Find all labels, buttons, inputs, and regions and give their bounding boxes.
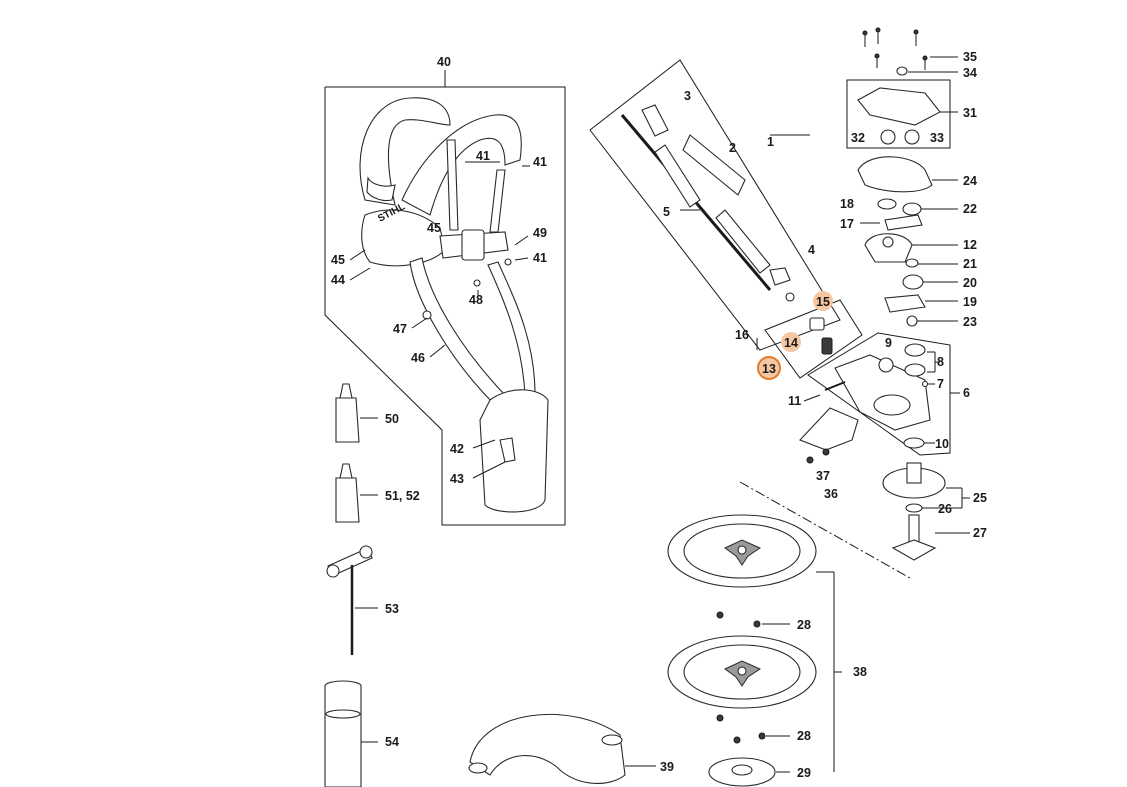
callout-41-a: 41	[476, 149, 490, 163]
callout-15: 15	[816, 295, 830, 309]
washer-18	[877, 198, 897, 210]
highlight-14	[781, 332, 801, 352]
callout-39: 39	[660, 760, 674, 774]
callout-46: 46	[411, 351, 425, 365]
callout-32: 32	[851, 131, 865, 145]
callout-24: 24	[963, 174, 977, 188]
callout-7: 7	[937, 377, 944, 391]
callout-26: 26	[938, 502, 952, 516]
callout-16: 16	[735, 328, 749, 342]
callout-53: 53	[385, 602, 399, 616]
callout-14: 14	[784, 336, 798, 350]
callout-49: 49	[533, 226, 547, 240]
blade-top	[667, 514, 817, 588]
callout-4: 4	[808, 243, 815, 257]
spindle-27	[891, 514, 970, 561]
highlight-15	[813, 291, 833, 311]
callout-51-52: 51, 52	[385, 489, 420, 503]
callout-9: 9	[885, 336, 892, 350]
circlip-21	[905, 258, 919, 268]
callout-10: 10	[935, 437, 949, 451]
callout-34: 34	[963, 66, 977, 80]
drive-tube-54	[324, 680, 378, 787]
callout-13[interactable]: 13	[762, 362, 776, 376]
gasket-24	[857, 156, 933, 193]
callout-1: 1	[767, 135, 774, 149]
gear-head-group	[807, 332, 951, 456]
drive-shaft-group	[589, 59, 841, 351]
callout-54: 54	[385, 735, 399, 749]
grease-tube-51-52	[335, 463, 378, 523]
grease-tube-50	[335, 383, 378, 443]
callout-2: 2	[729, 141, 736, 155]
bearing-kit-group	[757, 291, 863, 380]
deflector-part-36	[799, 407, 859, 464]
callout-43: 43	[450, 472, 464, 486]
highlight-13[interactable]	[757, 356, 781, 380]
callout-42: 42	[450, 442, 464, 456]
callout-47: 47	[393, 322, 407, 336]
callout-48: 48	[469, 293, 483, 307]
callout-6: 6	[963, 386, 970, 400]
callout-29: 29	[797, 766, 811, 780]
callout-28-a: 28	[797, 618, 811, 632]
callout-35: 35	[963, 50, 977, 64]
callout-19: 19	[963, 295, 977, 309]
callout-44: 44	[331, 273, 345, 287]
callout-45-b: 45	[427, 221, 441, 235]
bearing-20	[902, 274, 924, 290]
callout-50: 50	[385, 412, 399, 426]
callout-33: 33	[930, 131, 944, 145]
callout-22: 22	[963, 202, 977, 216]
callout-27: 27	[973, 526, 987, 540]
combination-wrench-53	[326, 545, 378, 655]
callout-38: 38	[853, 665, 867, 679]
callout-41-b: 41	[533, 155, 547, 169]
callout-3: 3	[684, 89, 691, 103]
harness-group: STIHL	[324, 70, 566, 526]
callout-40: 40	[437, 55, 451, 69]
callout-20: 20	[963, 276, 977, 290]
thrust-plate-25	[882, 462, 970, 508]
callout-45-a: 45	[331, 253, 345, 267]
callout-41-c: 41	[533, 251, 547, 265]
callout-12: 12	[963, 238, 977, 252]
callout-17: 17	[840, 217, 854, 231]
callout-37: 37	[816, 469, 830, 483]
nut-22	[902, 202, 922, 216]
callout-28-b: 28	[797, 729, 811, 743]
callout-5: 5	[663, 205, 670, 219]
guard-39	[469, 713, 626, 784]
washer-26	[905, 503, 923, 513]
blade-bottom	[667, 635, 817, 709]
callout-18: 18	[840, 197, 854, 211]
gear-12	[864, 233, 913, 263]
lever-19	[884, 294, 926, 313]
callout-25: 25	[973, 491, 987, 505]
callout-21: 21	[963, 257, 977, 271]
callout-31: 31	[963, 106, 977, 120]
callout-36: 36	[824, 487, 838, 501]
callout-8: 8	[937, 355, 944, 369]
callout-11: 11	[788, 394, 801, 408]
cover-group	[846, 27, 958, 149]
circlip-23	[906, 315, 918, 327]
callout-23: 23	[963, 315, 977, 329]
lever-17	[884, 214, 923, 231]
